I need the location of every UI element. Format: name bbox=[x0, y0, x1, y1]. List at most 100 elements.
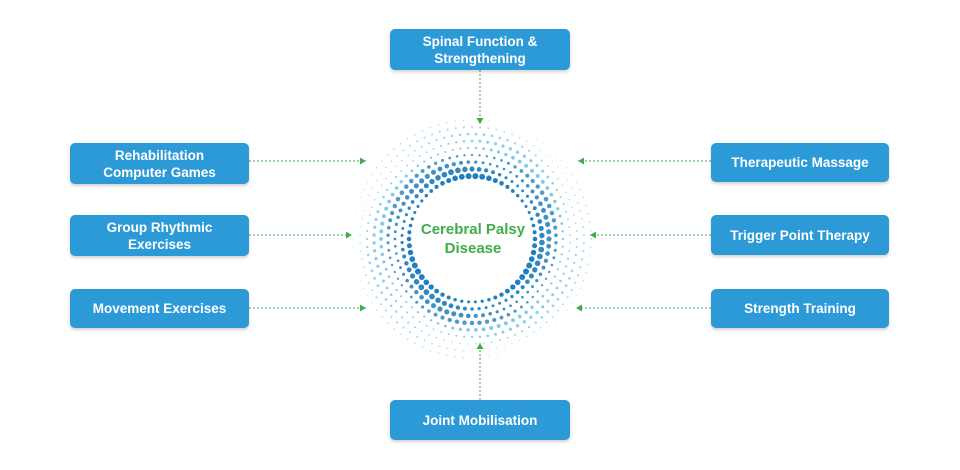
ring-dot bbox=[492, 177, 498, 184]
ring-dot bbox=[571, 174, 573, 176]
ring-dot bbox=[503, 130, 506, 133]
ring-dot bbox=[435, 297, 441, 303]
ring-dot bbox=[470, 335, 474, 339]
ring-dot bbox=[382, 260, 386, 264]
ring-dot bbox=[376, 264, 380, 268]
ring-dot bbox=[366, 229, 369, 233]
ring-dot bbox=[414, 173, 419, 178]
ring-dot bbox=[589, 229, 592, 232]
ring-dot bbox=[440, 315, 445, 320]
ring-dot bbox=[479, 126, 482, 129]
ring-dot bbox=[542, 143, 544, 145]
connector-arrowhead bbox=[360, 157, 366, 165]
ring-dot bbox=[410, 200, 415, 204]
ring-dot bbox=[520, 285, 525, 290]
ring-dot bbox=[413, 279, 420, 285]
ring-dot bbox=[475, 343, 477, 345]
ring-dot bbox=[373, 198, 376, 201]
ring-dot bbox=[367, 295, 369, 297]
node-label-line: Exercises bbox=[127, 236, 192, 252]
ring-dot bbox=[407, 321, 410, 324]
ring-dot bbox=[393, 237, 397, 241]
ring-dot bbox=[416, 205, 420, 208]
ring-dot bbox=[582, 225, 585, 228]
ring-dot bbox=[555, 286, 559, 290]
ring-dot bbox=[513, 141, 517, 145]
ring-dot bbox=[365, 274, 367, 277]
ring-dot bbox=[353, 255, 355, 257]
ring-dot bbox=[531, 223, 536, 228]
ring-dot bbox=[430, 303, 437, 309]
ring-dot bbox=[558, 214, 562, 218]
ring-dot bbox=[491, 304, 495, 308]
ring-dot bbox=[539, 149, 542, 151]
ring-dot bbox=[420, 330, 423, 333]
ring-dot bbox=[506, 138, 509, 142]
ring-dot bbox=[418, 320, 421, 323]
ring-dot bbox=[433, 161, 438, 165]
ring-dot bbox=[458, 312, 464, 318]
ring-dot bbox=[531, 295, 534, 299]
ring-dot bbox=[549, 210, 555, 216]
ring-dot bbox=[402, 254, 407, 259]
ring-dot bbox=[505, 184, 510, 189]
ring-dot bbox=[400, 316, 404, 319]
ring-dot bbox=[446, 177, 452, 184]
ring-dot bbox=[424, 299, 430, 305]
ring-dot bbox=[568, 199, 571, 201]
ring-dot bbox=[501, 330, 505, 334]
ring-dot bbox=[496, 324, 501, 328]
ring-dot bbox=[428, 284, 434, 290]
ring-dot bbox=[511, 343, 513, 345]
ring-dot bbox=[555, 322, 557, 324]
connector-arrowhead bbox=[476, 118, 484, 124]
ring-dot bbox=[508, 147, 513, 151]
ring-dot bbox=[382, 195, 385, 199]
ring-dot bbox=[380, 291, 384, 295]
ring-dot bbox=[496, 354, 498, 356]
ring-dot bbox=[371, 289, 374, 292]
ring-dot bbox=[413, 326, 416, 329]
ring-dot bbox=[481, 327, 486, 332]
ring-dot bbox=[373, 249, 377, 253]
ring-dot bbox=[466, 146, 470, 150]
ring-dot bbox=[520, 130, 522, 132]
ring-dot bbox=[355, 213, 357, 215]
ring-dot bbox=[423, 183, 429, 189]
ring-dot bbox=[411, 262, 418, 269]
ring-dot bbox=[455, 155, 459, 158]
ring-dot bbox=[409, 295, 413, 299]
ring-dot bbox=[390, 171, 392, 173]
ring-dot bbox=[498, 301, 502, 305]
ring-dot bbox=[527, 325, 531, 329]
ring-dot bbox=[459, 160, 463, 165]
ring-dot bbox=[441, 300, 448, 306]
ring-dot bbox=[503, 345, 505, 347]
ring-dot bbox=[495, 347, 497, 349]
ring-dot bbox=[437, 166, 443, 172]
ring-dot bbox=[409, 144, 412, 147]
ring-dot bbox=[497, 172, 502, 177]
ring-dot bbox=[425, 151, 428, 154]
ring-dot bbox=[528, 134, 530, 136]
ring-dot bbox=[535, 212, 540, 217]
ring-dot bbox=[379, 303, 382, 306]
ring-dot bbox=[367, 281, 370, 284]
ring-dot bbox=[562, 203, 565, 206]
ring-dot bbox=[546, 236, 552, 242]
ring-dot bbox=[361, 218, 363, 220]
ring-dot bbox=[535, 164, 539, 168]
ring-dot bbox=[455, 167, 461, 174]
node-label-line: Movement Exercises bbox=[92, 301, 227, 316]
ring-dot bbox=[368, 214, 371, 217]
ring-dot bbox=[481, 161, 485, 165]
ring-dot bbox=[437, 352, 440, 355]
ring-dot bbox=[462, 119, 465, 121]
ring-dot bbox=[423, 279, 430, 286]
ring-dot bbox=[396, 321, 399, 324]
ring-dot bbox=[374, 256, 378, 261]
ring-dot bbox=[483, 168, 489, 173]
ring-dot bbox=[402, 326, 405, 329]
ring-dot bbox=[443, 339, 445, 341]
ring-dot bbox=[554, 241, 558, 245]
